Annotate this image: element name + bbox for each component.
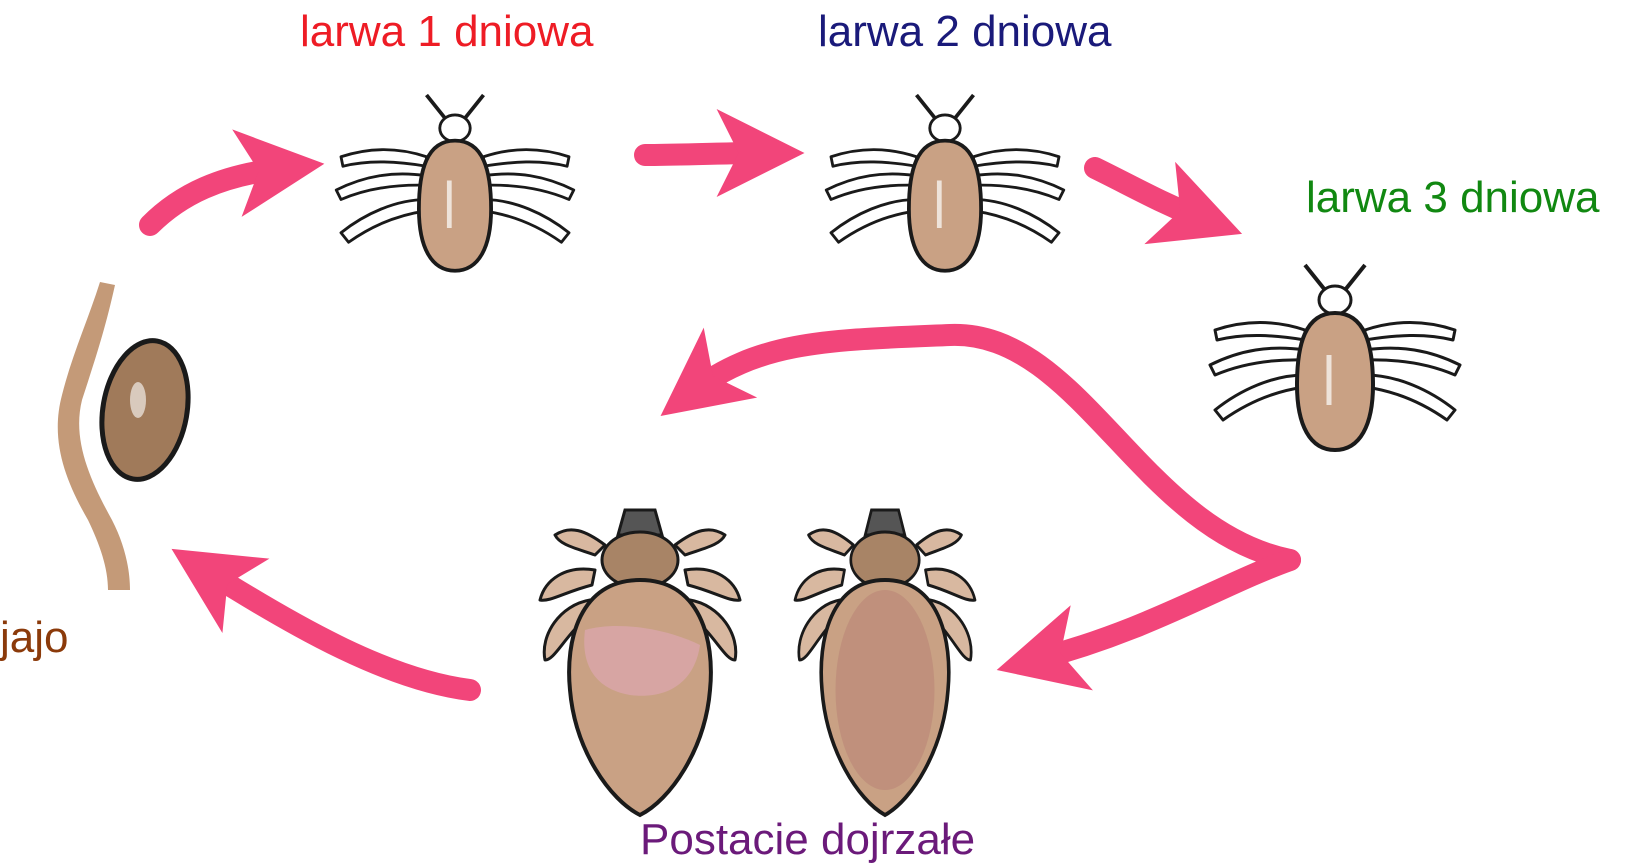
cycle-arrow-icon <box>692 335 1290 560</box>
adult-louse-icon-right <box>795 510 975 815</box>
cycle-arrows <box>150 153 1290 690</box>
egg-label: jajo <box>0 616 69 660</box>
cycle-arrow-icon <box>1035 560 1290 660</box>
larva3-label: larwa 3 dniowa <box>1306 176 1600 220</box>
adult-louse-icon-left <box>540 510 740 815</box>
larva3-louse-icon <box>1210 265 1460 450</box>
cycle-arrow-icon <box>150 168 285 225</box>
larva2-louse-icon <box>826 95 1064 271</box>
cycle-arrow-icon <box>645 153 765 155</box>
cycle-arrow-icon <box>205 570 470 690</box>
cycle-arrow-icon <box>1095 168 1205 220</box>
larva1-label: larwa 1 dniowa <box>300 10 594 54</box>
adults-label: Postacie dojrzałe <box>640 818 975 862</box>
larva1-louse-icon <box>336 95 574 271</box>
nit-on-hair-icon <box>58 282 199 590</box>
larva2-label: larwa 2 dniowa <box>818 10 1112 54</box>
